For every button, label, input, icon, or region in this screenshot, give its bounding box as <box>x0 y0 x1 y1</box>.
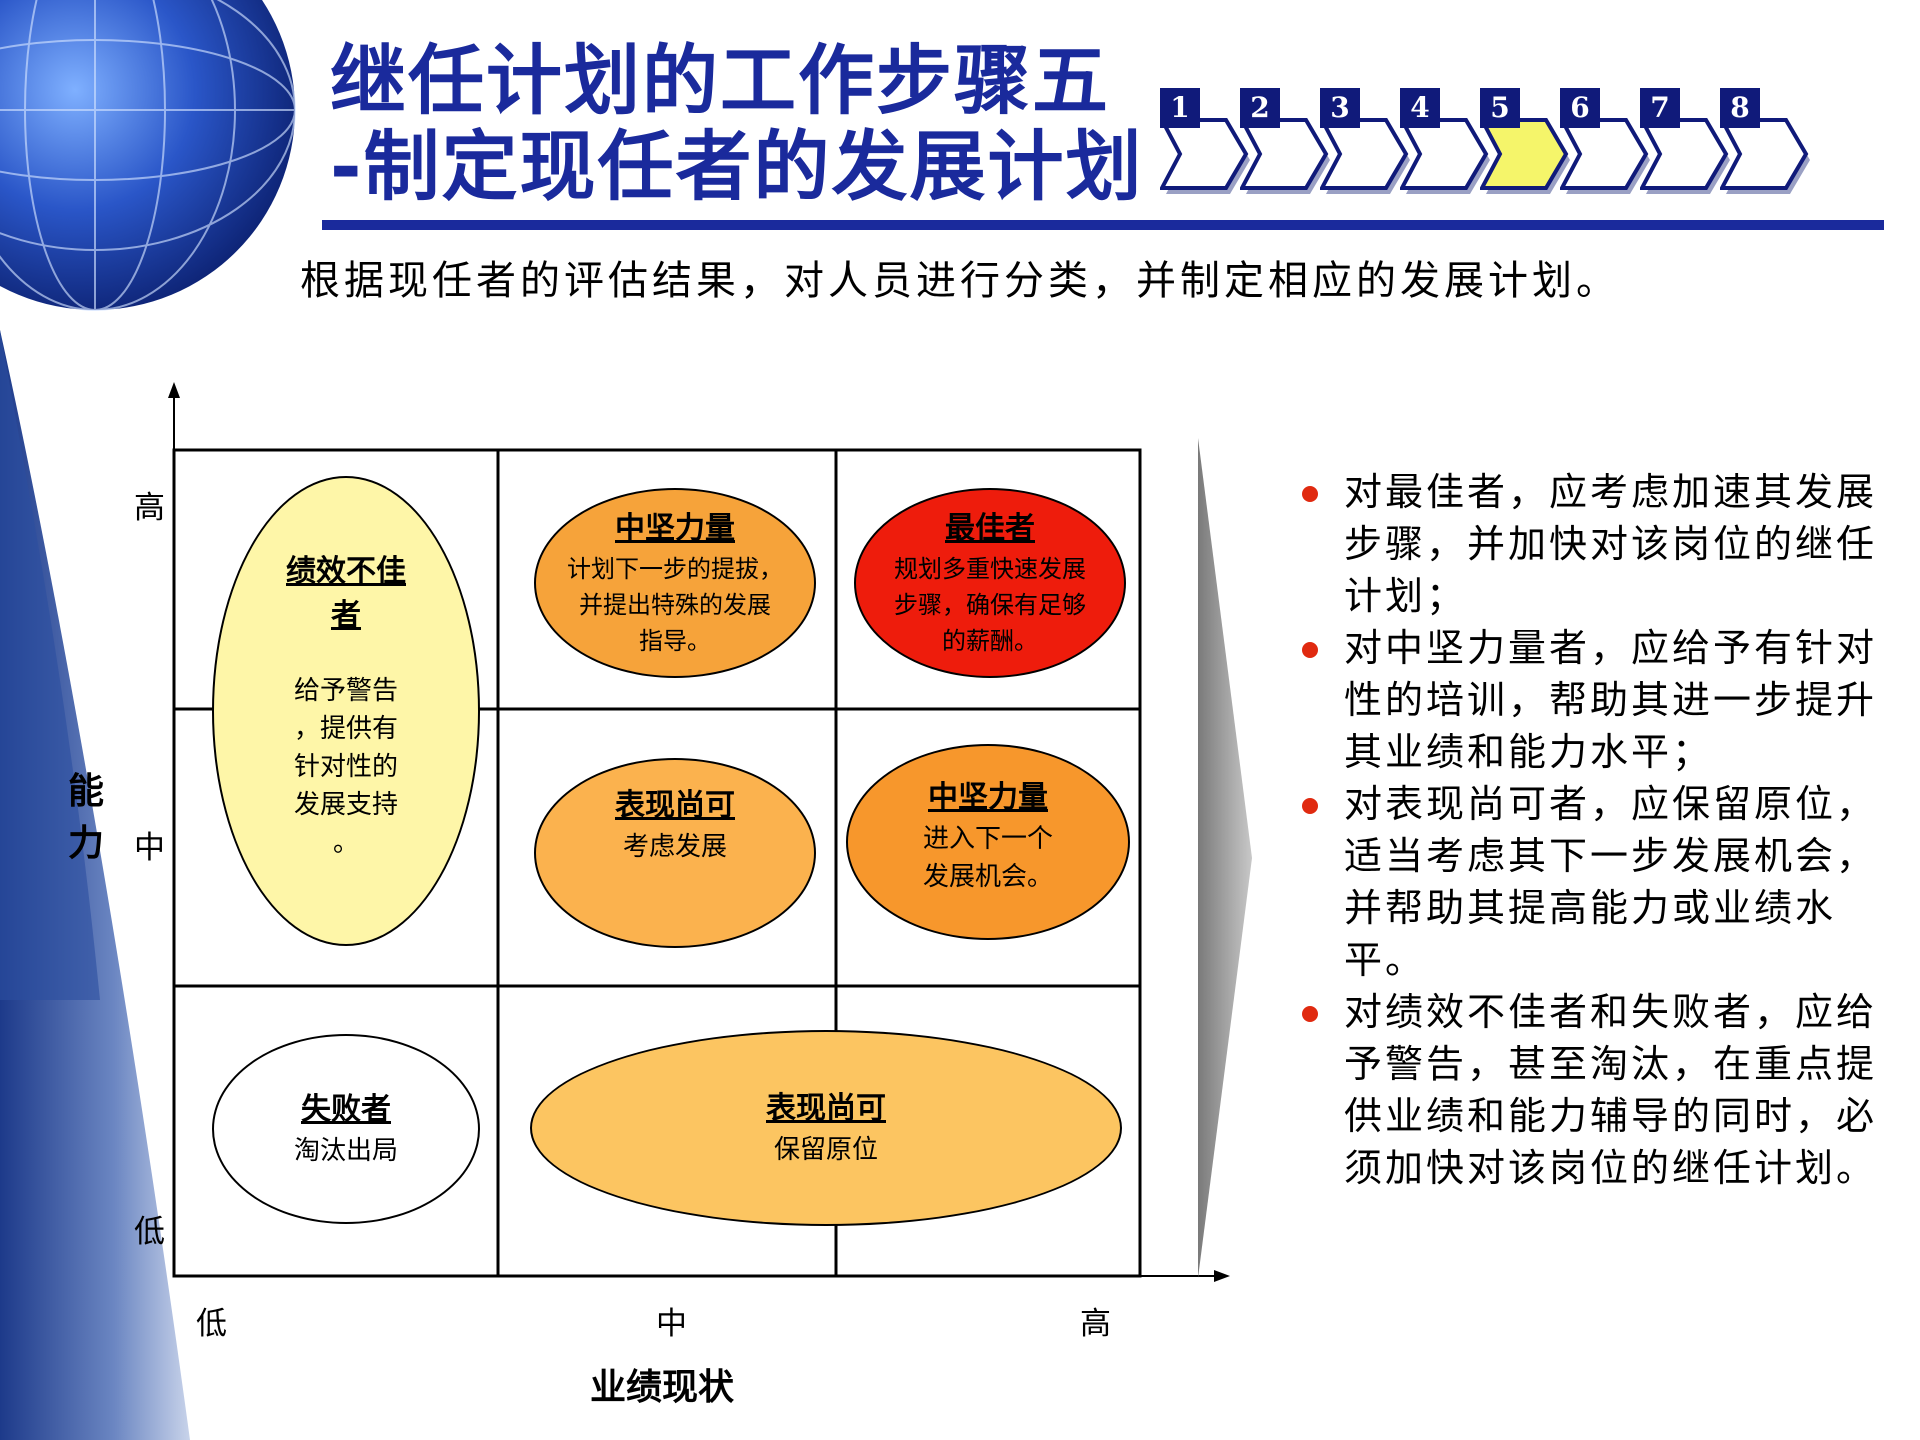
subtitle: 根据现任者的评估结果，对人员进行分类，并制定相应的发展计划。 <box>300 258 1620 304</box>
bullet-item: 对绩效不佳者和失败者，应给予警告，甚至淘汰，在重点提供业绩和能力辅导的同时，必须… <box>1300 986 1880 1194</box>
cell-title: 表现尚可 <box>615 788 735 823</box>
step-number: 6 <box>1560 88 1600 128</box>
step-number: 1 <box>1160 88 1200 128</box>
y-tick-mid: 中 <box>134 830 165 866</box>
cell-core-top: 中坚力量 计划下一步的提拔， 并提出特殊的发展 指导。 <box>534 488 816 678</box>
cell-desc: 给予警告 ，提供有 针对性的 发展支持 。 <box>293 676 398 858</box>
cell-failure: 失败者 淘汰出局 <box>212 1034 480 1224</box>
cell-acceptable-mid: 表现尚可 考虑发展 <box>534 758 816 948</box>
cell-best: 最佳者 规划多重快速发展 步骤，确保有足够 的薪酬。 <box>854 488 1126 678</box>
bullet-item: 对表现尚可者，应保留原位，适当考虑其下一步发展机会，并帮助其提高能力或业绩水平。 <box>1300 778 1880 986</box>
bullet-item: 对最佳者，应考虑加速其发展步骤，并加快对该岗位的继任计划； <box>1300 466 1880 622</box>
cell-title: 最佳者 <box>945 511 1035 546</box>
y-tick-low: 低 <box>134 1214 165 1250</box>
step-number: 2 <box>1240 88 1280 128</box>
bullet-dot-icon <box>1302 1006 1318 1022</box>
cell-desc: 进入下一个 发展机会。 <box>922 824 1053 892</box>
cell-title: 失败者 <box>301 1092 391 1127</box>
page-title: 继任计划的工作步骤五 -制定现任者的发展计划 <box>330 38 1144 210</box>
recommendation-list: 对最佳者，应考虑加速其发展步骤，并加快对该岗位的继任计划； 对中坚力量者，应给予… <box>1300 466 1880 1194</box>
cell-acceptable-low: 表现尚可 保留原位 <box>530 1030 1122 1226</box>
y-axis-title: 能力 <box>67 771 104 864</box>
step-chevron-icon <box>1480 118 1570 194</box>
y-axis-arrow <box>168 382 180 398</box>
step-chevron-icon <box>1240 118 1330 194</box>
cell-desc: 计划下一步的提拔， 并提出特殊的发展 指导。 <box>567 555 783 655</box>
bullet-dot-icon <box>1302 486 1318 502</box>
step-chevron-icon <box>1640 118 1730 194</box>
cell-title: 中坚力量 <box>928 780 1048 815</box>
step-number: 4 <box>1400 88 1440 128</box>
cell-title: 表现尚可 <box>766 1091 886 1126</box>
x-tick-high: 高 <box>1080 1306 1111 1342</box>
step-chevron-icon <box>1320 118 1410 194</box>
bullet-dot-icon <box>1302 798 1318 814</box>
step-chevron-icon <box>1560 118 1650 194</box>
step-number: 3 <box>1320 88 1360 128</box>
title-line-1: 继任计划的工作步骤五 <box>330 36 1110 125</box>
cell-title: 中坚力量 <box>615 511 735 546</box>
x-tick-mid: 中 <box>656 1306 687 1342</box>
step-number: 8 <box>1720 88 1760 128</box>
x-tick-low: 低 <box>196 1306 227 1342</box>
y-tick-high: 高 <box>134 490 165 526</box>
step-chevron-icon <box>1400 118 1490 194</box>
cell-desc: 淘汰出局 <box>293 1136 398 1166</box>
title-divider <box>322 220 1884 230</box>
step-number: 5 <box>1480 88 1520 128</box>
bullet-item: 对中坚力量者，应给予有针对性的培训，帮助其进一步提升其业绩和能力水平； <box>1300 622 1880 778</box>
cell-title: 绩效不佳者 <box>286 554 406 633</box>
cell-desc: 考虑发展 <box>622 832 727 862</box>
cell-desc: 规划多重快速发展 步骤，确保有足够 的薪酬。 <box>894 555 1086 655</box>
step-number: 7 <box>1640 88 1680 128</box>
step-chevron-icon <box>1720 118 1810 194</box>
cell-poor-performer: 绩效不佳者 给予警告 ，提供有 针对性的 发展支持 。 <box>212 476 480 946</box>
chevron-arrow <box>1198 438 1252 1278</box>
title-line-2: -制定现任者的发展计划 <box>330 122 1144 211</box>
cell-core-right: 中坚力量 进入下一个 发展机会。 <box>846 744 1130 940</box>
step-chevron-icon <box>1160 118 1250 194</box>
x-axis-arrow <box>1214 1270 1230 1282</box>
bullet-dot-icon <box>1302 642 1318 658</box>
x-axis-title: 业绩现状 <box>590 1367 735 1408</box>
cell-desc: 保留原位 <box>773 1135 878 1165</box>
